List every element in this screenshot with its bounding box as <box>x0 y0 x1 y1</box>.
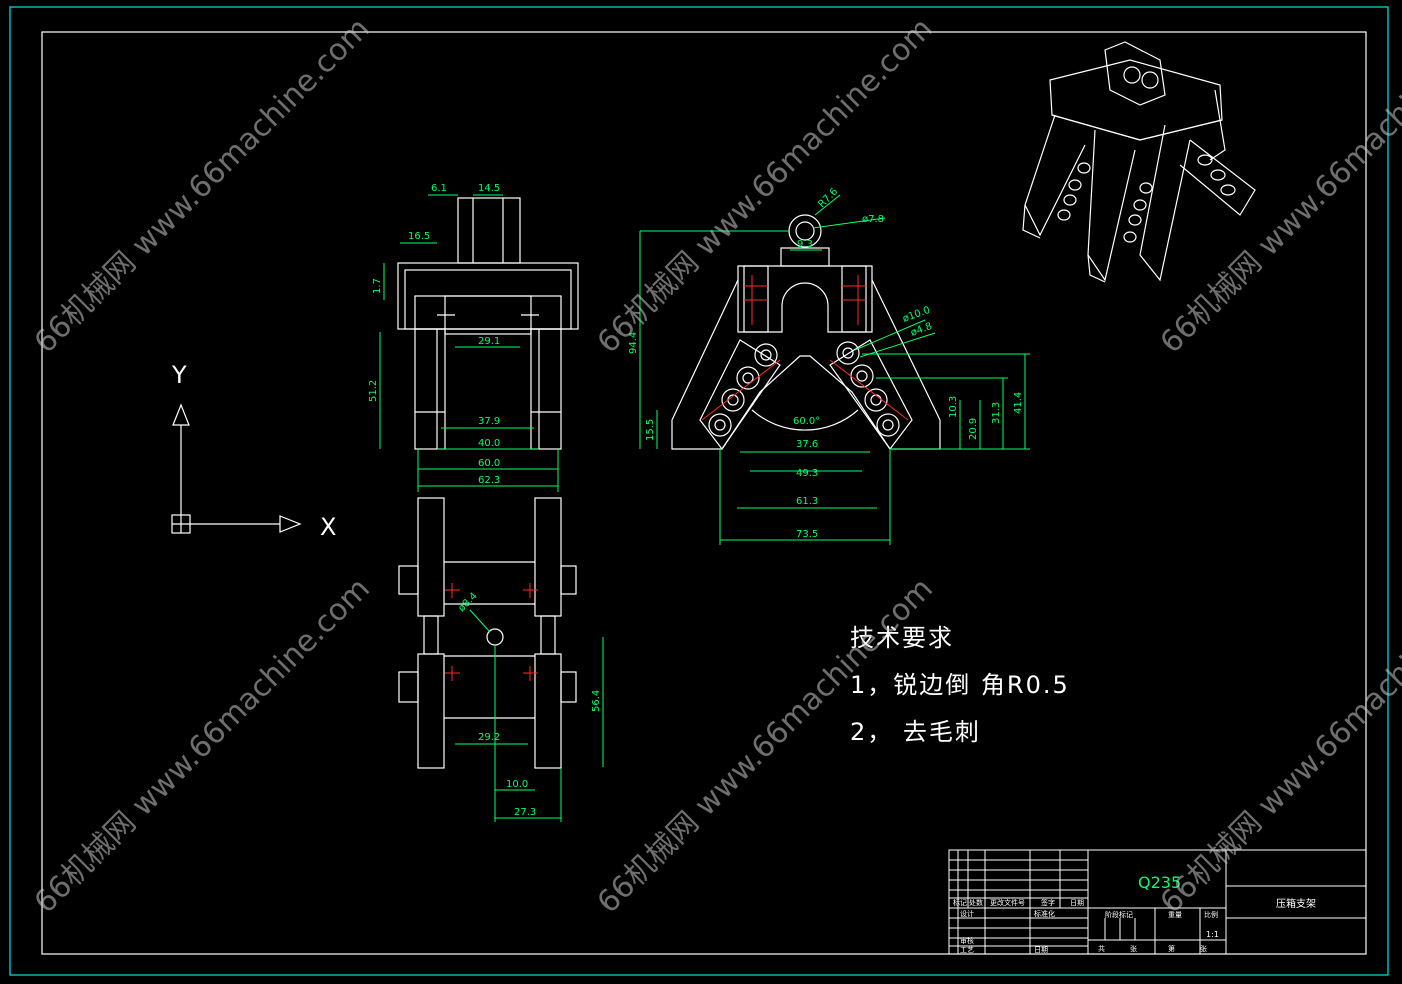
dim-front-3: 9.3 <box>797 239 813 250</box>
dim-side-7: 37.9 <box>478 416 500 427</box>
dim-side-9: 60.0 <box>478 458 500 469</box>
dim-front-13: 10.3 <box>948 396 959 418</box>
tb-label-7: 标准化 <box>1034 909 1055 918</box>
dim-top-3: 29.2 <box>478 732 500 743</box>
dim-side-8: 40.0 <box>478 438 500 449</box>
dim-front-4: 94.4 <box>628 332 639 354</box>
isometric-view <box>1022 41 1256 283</box>
top-view-dimensions <box>455 609 604 822</box>
dim-front-5: 15.5 <box>645 419 656 441</box>
outer-border <box>9 6 1389 976</box>
dim-side-4: 1.7 <box>372 278 383 294</box>
inner-border <box>41 31 1367 955</box>
title-block <box>948 849 1367 955</box>
tb-label-16: 第 <box>1168 944 1175 953</box>
tb-label-5: 日期 <box>1070 899 1084 907</box>
y-axis-label: Y <box>171 361 187 389</box>
front-view-dimensions <box>639 194 1030 545</box>
dim-front-15: 31.3 <box>991 402 1002 424</box>
side-view-dimensions <box>379 194 559 492</box>
tb-label-4: 签字 <box>1041 898 1055 907</box>
tb-label-2: 处数 <box>969 898 983 907</box>
tech-requirements-title: 技术要求 <box>850 624 954 652</box>
x-axis-label: X <box>320 513 336 541</box>
dim-top-5: 27.3 <box>514 807 536 818</box>
tb-label-11: 阶段标记 <box>1105 910 1133 919</box>
tb-label-14: 共 <box>1098 944 1105 953</box>
dim-top-2: 56.4 <box>591 690 602 712</box>
dim-front-16: 41.4 <box>1013 392 1024 414</box>
dim-front-11: 61.3 <box>796 496 818 507</box>
tb-label-12: 重量 <box>1168 911 1182 919</box>
dim-top-4: 10.0 <box>506 779 528 790</box>
tb-label-1: 标记 <box>953 898 967 907</box>
dim-side-10: 62.3 <box>478 475 500 486</box>
tb-label-3: 更改文件号 <box>990 898 1025 907</box>
tb-label-17: 张 <box>1200 944 1207 953</box>
dim-front-10: 49.3 <box>796 468 818 479</box>
tech-requirement-2: 2， 去毛刺 <box>850 718 981 746</box>
tb-label-15: 张 <box>1130 944 1137 953</box>
dim-front-14: 20.9 <box>968 418 979 440</box>
tb-label-10: 日期 <box>1034 946 1048 954</box>
tb-label-13: 比例 <box>1204 910 1218 919</box>
dim-front-2: ø7.8 <box>862 214 884 225</box>
dim-side-3: 16.5 <box>408 231 430 242</box>
tech-requirement-1: 1，锐边倒 角R0.5 <box>850 671 1070 699</box>
tb-material: Q235 <box>1138 873 1181 892</box>
top-view-centerlines <box>445 583 538 681</box>
dim-front-12: 73.5 <box>796 529 818 540</box>
tb-label-9: 工艺 <box>960 946 974 954</box>
dim-side-6: 51.2 <box>368 380 379 402</box>
dim-side-2: 14.5 <box>478 183 500 194</box>
tb-label-8: 审核 <box>960 936 974 945</box>
front-view <box>671 214 941 451</box>
dim-front-8: 60.0° <box>793 416 820 427</box>
tb-part-name: 压箱支架 <box>1276 897 1316 910</box>
dim-side-1: 6.1 <box>431 183 447 194</box>
tb-scale: 1:1 <box>1206 930 1219 939</box>
dim-side-5: 29.1 <box>478 336 500 347</box>
tb-label-6: 设计 <box>960 909 974 918</box>
dim-front-9: 37.6 <box>796 439 818 450</box>
front-view-centerlines <box>701 275 909 421</box>
side-view <box>397 197 579 450</box>
ucs-axis-icon <box>171 403 302 534</box>
